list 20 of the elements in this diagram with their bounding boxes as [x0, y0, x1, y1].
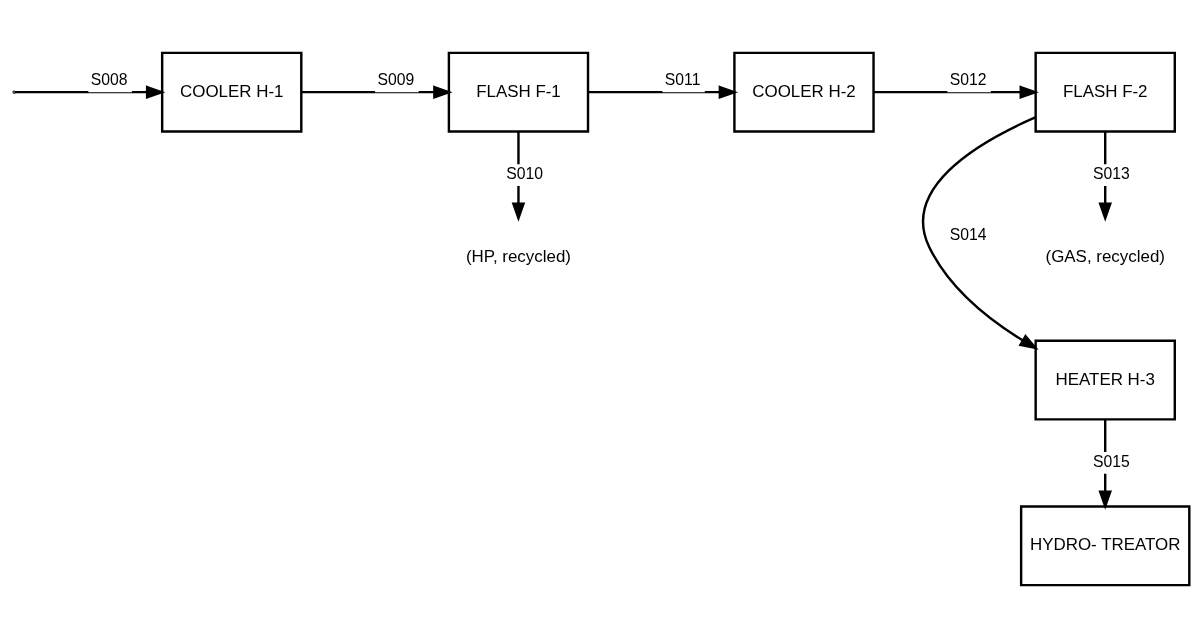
arrow [588, 85, 739, 99]
edge-label: S009 [377, 71, 415, 89]
arrow [301, 85, 453, 99]
node-box: COOLER H-2 [733, 51, 875, 133]
arrow [873, 85, 1039, 99]
node-box: HYDRO- TREATOR [1019, 505, 1191, 587]
edge-label: S008 [90, 71, 128, 89]
node-text: (HP, recycled) [465, 247, 571, 267]
node-box: COOLER H-1 [160, 51, 303, 133]
node-box: FLASH F-1 [447, 51, 590, 133]
node-box: FLASH F-2 [1034, 51, 1176, 133]
edge-label: S013 [1093, 165, 1130, 183]
edge-label: S011 [664, 71, 701, 89]
edge-label: S014 [949, 226, 987, 244]
node-text: (GAS, recycled) [1045, 247, 1165, 267]
edge-label: S015 [1093, 453, 1130, 471]
arrow [921, 116, 1039, 350]
edge-label: S012 [949, 71, 987, 89]
node-box: HEATER H-3 [1034, 339, 1176, 421]
edge-label: S010 [506, 165, 544, 183]
